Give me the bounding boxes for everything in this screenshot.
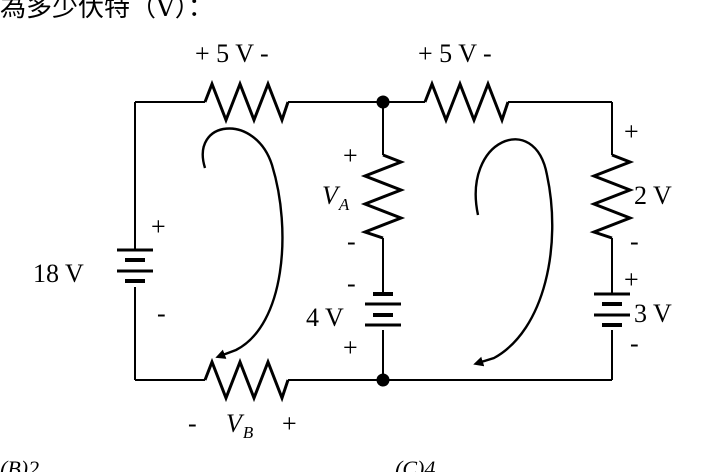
battery-right xyxy=(594,292,630,327)
loop-arrow-left xyxy=(201,127,284,359)
bottom-resistor-minus: - xyxy=(188,409,197,438)
right-resistor-value: 2 V xyxy=(634,181,672,210)
battery-middle xyxy=(365,292,401,327)
middle-source-value: 4 V xyxy=(306,303,344,332)
right-source-plus: + xyxy=(624,265,639,294)
middle-resistor-label: VA xyxy=(322,181,350,214)
resistor-top-left xyxy=(203,79,290,125)
resistor-middle xyxy=(360,153,406,240)
question-text: 為多少伏特（V）： xyxy=(0,0,214,23)
bottom-resistor-label: VB xyxy=(226,409,254,442)
loop-arrow-right xyxy=(473,138,554,367)
top-left-resistor-voltage: + 5 V - xyxy=(195,39,269,68)
left-source-plus: + xyxy=(151,212,166,241)
junction-bottom xyxy=(376,373,390,387)
middle-source-minus: - xyxy=(347,269,356,298)
choice-b: (B)2 xyxy=(0,456,39,472)
middle-resistor-minus: - xyxy=(347,227,356,256)
middle-source-plus: + xyxy=(343,333,358,362)
battery-left xyxy=(117,248,153,283)
middle-resistor-plus: + xyxy=(343,141,358,170)
wires xyxy=(134,101,613,381)
resistor-right xyxy=(589,153,635,240)
right-source-value: 3 V xyxy=(634,299,672,328)
choice-c: (C)4 xyxy=(395,456,435,472)
junction-top xyxy=(376,95,390,109)
resistor-bottom xyxy=(203,357,290,403)
right-resistor-plus: + xyxy=(624,117,639,146)
resistor-top-right xyxy=(423,79,510,125)
bottom-resistor-plus: + xyxy=(282,409,297,438)
right-source-minus: - xyxy=(630,329,639,358)
left-source-minus: - xyxy=(157,299,166,328)
top-right-resistor-voltage: + 5 V - xyxy=(418,39,492,68)
left-source-value: 18 V xyxy=(33,259,84,288)
right-resistor-minus: - xyxy=(630,227,639,256)
